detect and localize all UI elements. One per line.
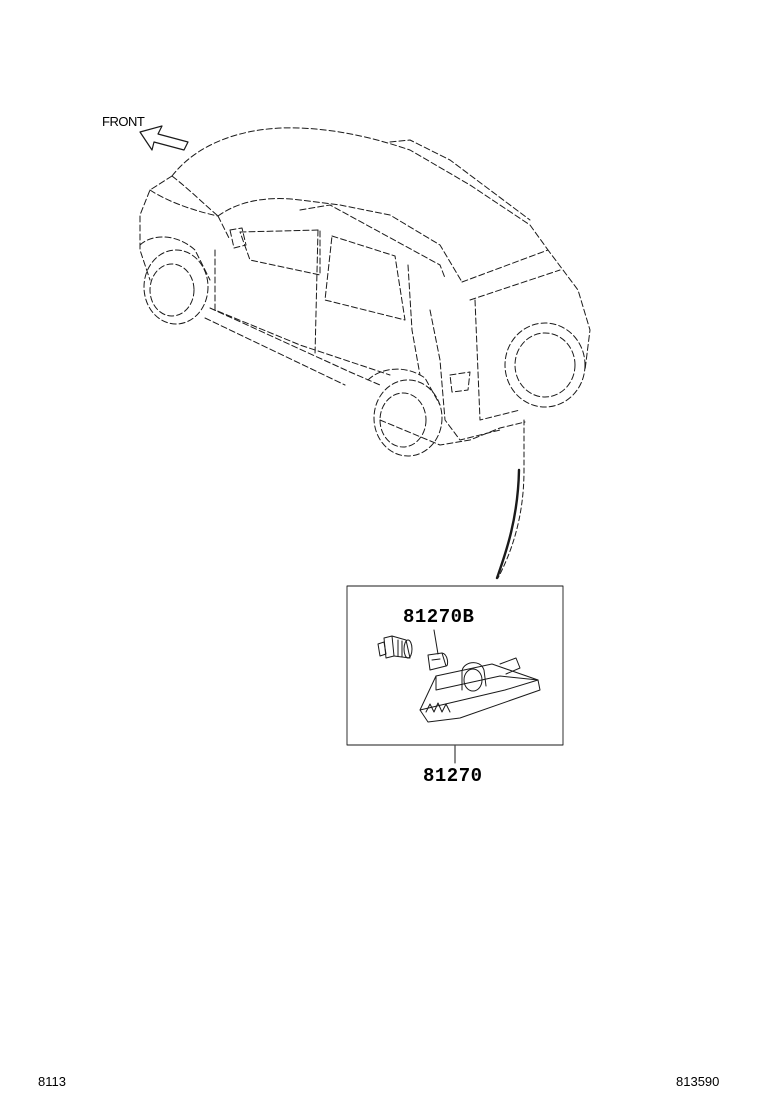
leader-line xyxy=(495,419,525,580)
callout-bulb-81270b[interactable]: 81270B xyxy=(403,606,475,628)
front-arrow-icon xyxy=(139,125,189,151)
front-wheel xyxy=(139,236,211,325)
detail-box xyxy=(346,585,564,764)
page-code-left: 8113 xyxy=(38,1074,66,1089)
bulb-icon xyxy=(427,629,449,671)
callout-lamp-assembly-81270[interactable]: 81270 xyxy=(423,765,483,787)
license-plate-lamp-icon xyxy=(419,657,541,723)
front-label: FRONT xyxy=(102,114,145,129)
rear-wheel xyxy=(367,368,443,457)
spare-tire xyxy=(504,322,586,408)
bulb-socket-icon xyxy=(377,635,413,659)
vehicle-outline xyxy=(139,127,591,446)
page-code-right: 813590 xyxy=(676,1074,720,1089)
